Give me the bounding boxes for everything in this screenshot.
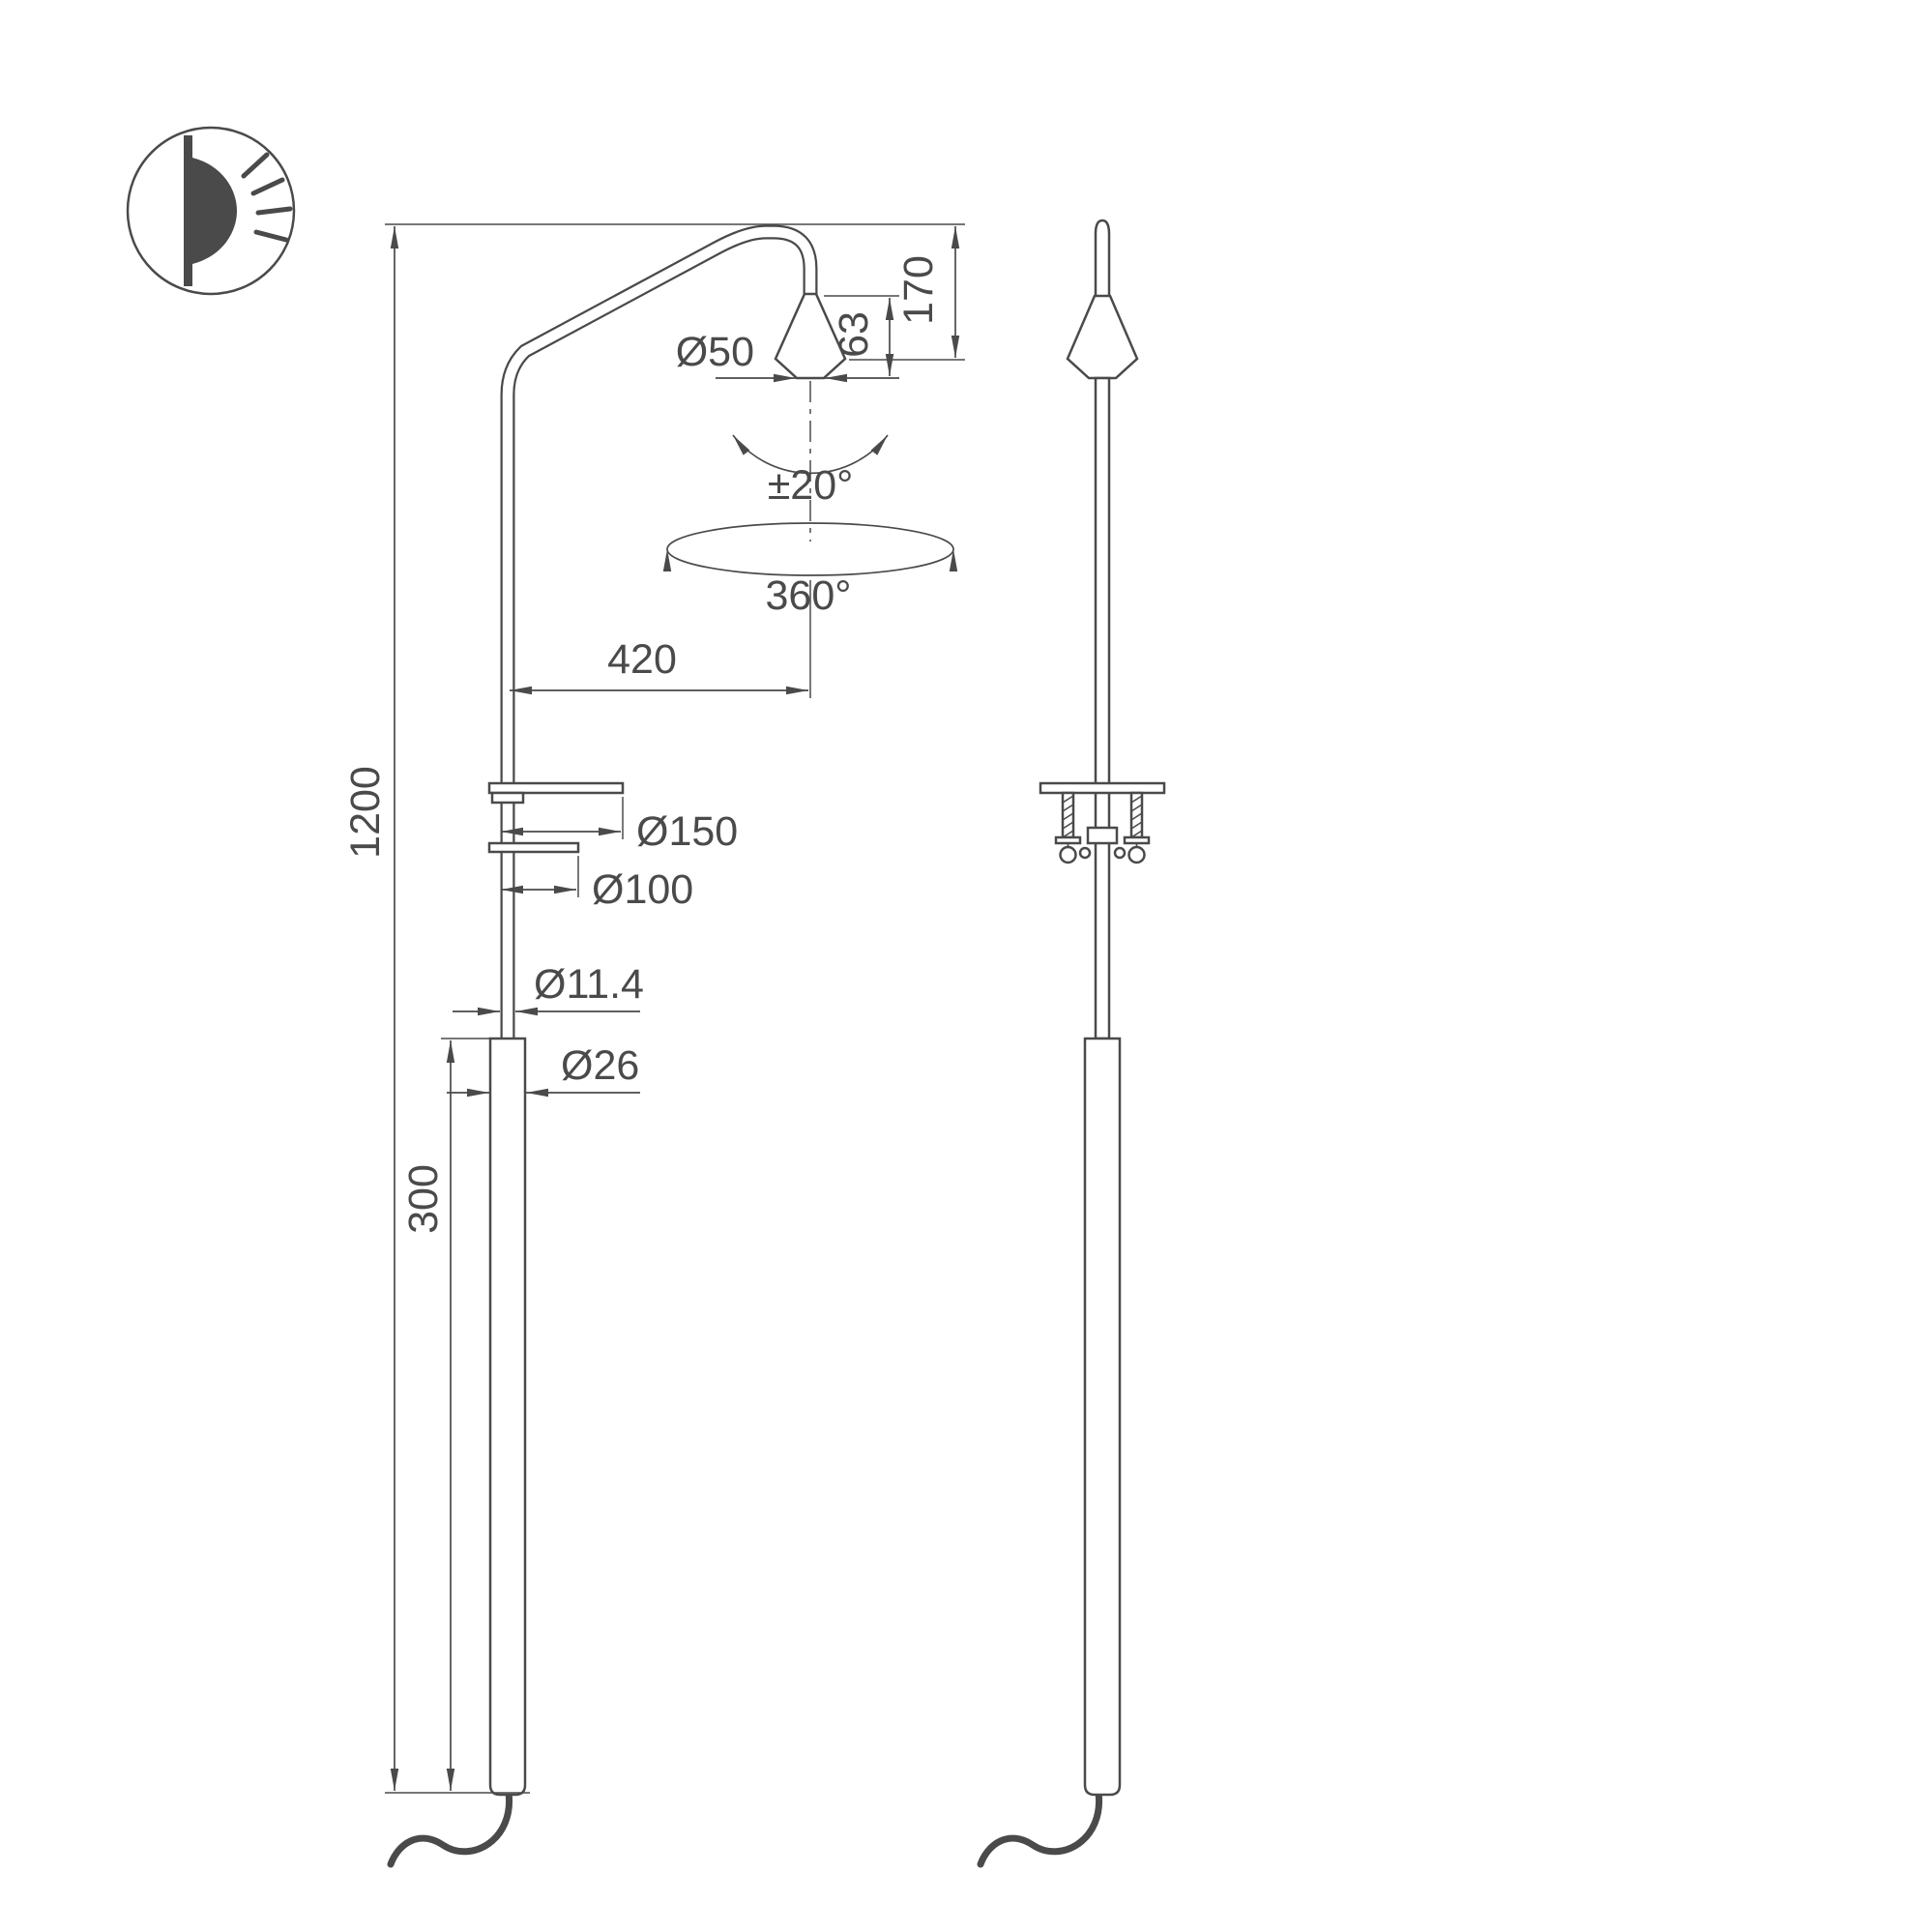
- front-lamp-head: [774, 292, 847, 380]
- side-base-tube: [1083, 1037, 1122, 1797]
- dim-rotation-range: 360°: [662, 522, 958, 619]
- front-arm-outer: [500, 224, 818, 1039]
- dim-head-height-label: 63: [831, 311, 877, 358]
- dim-rotation-label: 360°: [766, 572, 852, 619]
- dim-base-diameter-label: Ø26: [561, 1042, 639, 1089]
- dim-clamp-plate-small: Ø100: [501, 856, 693, 913]
- dim-clamp-plate-large: Ø150: [501, 797, 738, 855]
- front-clamp-plate-large: [487, 781, 625, 795]
- icon-wall-bar: [184, 135, 192, 286]
- dim-base-diameter: Ø26: [447, 1042, 640, 1098]
- front-base-tube: [488, 1037, 527, 1797]
- side-clamp-rod-right: [1123, 791, 1151, 864]
- dim-base-height-label: 300: [400, 1164, 447, 1234]
- dim-head-diameter-label: Ø50: [676, 329, 754, 375]
- side-clamp-nut-left: [1078, 846, 1092, 860]
- dim-head-drop-label: 170: [895, 255, 942, 325]
- front-clamp-plate-small: [487, 841, 580, 854]
- dim-head-height: 63: [824, 295, 899, 376]
- side-pole: [1094, 376, 1111, 1040]
- dim-head-diameter: Ø50: [676, 329, 899, 383]
- dim-clamp-plate-large-label: Ø150: [636, 808, 738, 855]
- side-arm-stalk: [1094, 219, 1111, 300]
- side-clamp-rod-left: [1054, 791, 1082, 864]
- dim-pole-diameter: Ø11.4: [453, 961, 644, 1016]
- icon-lamp-body: [192, 158, 237, 264]
- side-clamp-plate: [1039, 781, 1166, 795]
- side-view: [977, 219, 1166, 1868]
- dim-pole-diameter-label: Ø11.4: [534, 961, 644, 1008]
- wall-lamp-icon: [126, 126, 296, 296]
- dim-arm-reach: 420: [510, 580, 811, 698]
- front-clamp-collar: [490, 791, 525, 805]
- side-lamp-head: [1066, 294, 1139, 380]
- front-arm-inner: [502, 226, 816, 1039]
- dim-total-height: 1200: [342, 226, 399, 1791]
- dim-tilt-range: ±20°: [732, 434, 889, 509]
- side-cable: [977, 1789, 1102, 1868]
- side-clamp-nut-right: [1113, 846, 1127, 860]
- dim-total-height-label: 1200: [342, 766, 389, 859]
- front-cable: [387, 1789, 512, 1868]
- dim-tilt-label: ±20°: [768, 462, 854, 509]
- dim-head-drop: 170: [849, 226, 965, 361]
- dim-arm-reach-label: 420: [607, 636, 677, 683]
- front-view: [387, 224, 847, 1868]
- side-clamp-body: [1086, 826, 1119, 845]
- dim-clamp-plate-small-label: Ø100: [592, 866, 693, 913]
- dim-base-height: 300: [400, 1038, 493, 1791]
- dimensions: 1200 170 63 Ø50 ±20°: [342, 223, 965, 1794]
- icon-light-rays: [241, 152, 293, 243]
